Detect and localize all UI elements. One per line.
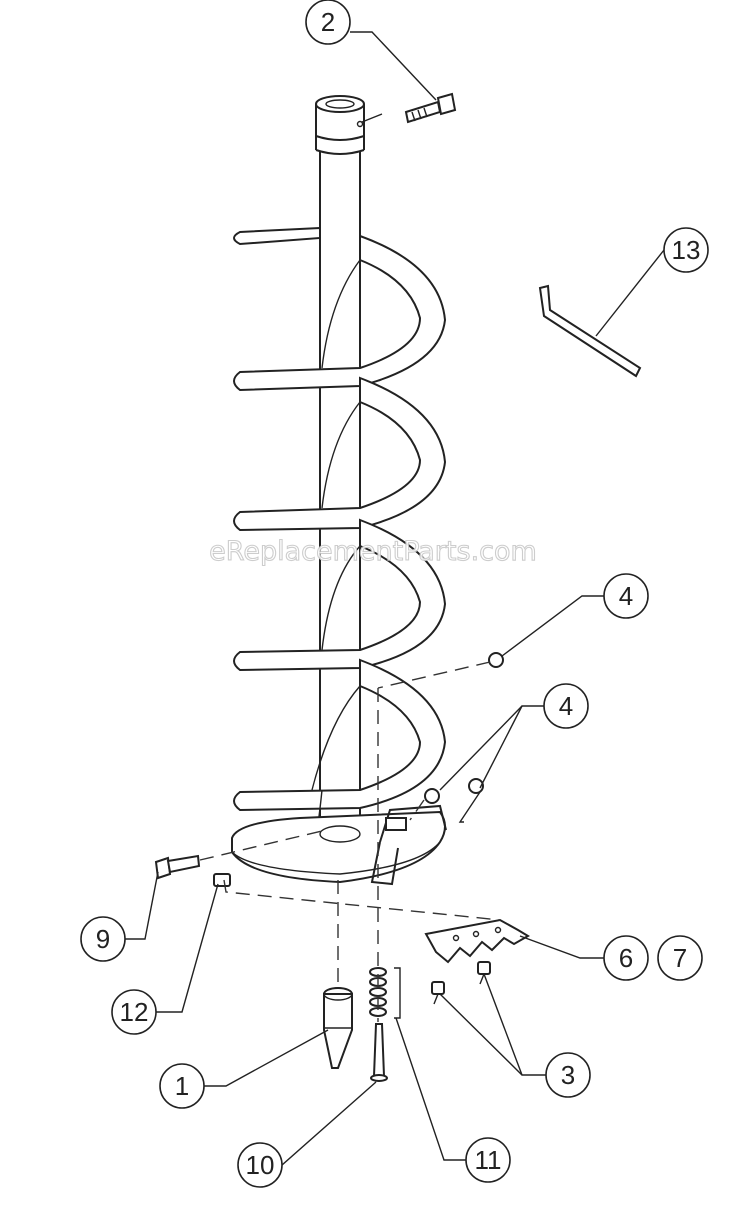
- part-6-7-blade: [424, 918, 530, 964]
- callout-11: 11: [465, 1137, 511, 1183]
- callout-4a: 4: [603, 573, 649, 619]
- svg-text:11: 11: [475, 1145, 502, 1175]
- cutter-head-plate: [231, 804, 447, 886]
- callout-2: 2: [305, 0, 351, 45]
- svg-text:10: 10: [246, 1150, 275, 1180]
- callout-9: 9: [80, 916, 126, 962]
- part-9-bolt: [154, 854, 201, 880]
- assembly-lines: [199, 661, 501, 1022]
- callout-1: 1: [159, 1063, 205, 1109]
- auger-shaft: [319, 152, 361, 862]
- callout-4b: 4: [543, 683, 589, 729]
- shaft-collar: [315, 95, 365, 155]
- svg-text:7: 7: [673, 943, 687, 973]
- part-11-washers: [369, 967, 401, 1019]
- part-1-point: [323, 987, 353, 1069]
- svg-text:9: 9: [96, 924, 110, 954]
- svg-text:4: 4: [619, 581, 633, 611]
- callout-13: 13: [663, 227, 709, 273]
- part-4-nuts: [424, 652, 504, 804]
- top-flight-tab: [233, 226, 321, 246]
- svg-text:4: 4: [559, 691, 573, 721]
- svg-text:6: 6: [619, 943, 633, 973]
- part-2-bolt: [404, 92, 457, 124]
- watermark-text: eReplacementParts.com: [209, 536, 537, 567]
- svg-text:1: 1: [175, 1071, 189, 1101]
- svg-text:3: 3: [561, 1060, 575, 1090]
- svg-text:12: 12: [120, 997, 149, 1027]
- callout-3: 3: [545, 1052, 591, 1098]
- svg-text:13: 13: [672, 235, 701, 265]
- part-12-nut: [213, 873, 231, 887]
- auger-assembly: [231, 95, 447, 886]
- svg-text:2: 2: [321, 7, 335, 37]
- part-10-screw: [370, 1023, 388, 1082]
- callout-7: 7: [657, 935, 703, 981]
- callout-6: 6: [603, 935, 649, 981]
- part-3-screws: [431, 961, 491, 1005]
- callout-10: 10: [237, 1142, 283, 1188]
- part-13-hex-key: [538, 284, 642, 378]
- callout-12: 12: [111, 989, 157, 1035]
